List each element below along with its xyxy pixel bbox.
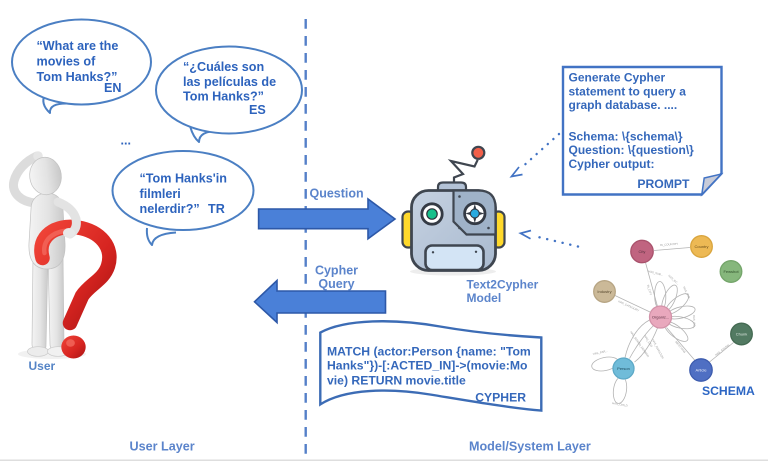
svg-text:movies of: movies of [37, 54, 97, 68]
svg-text:User: User [29, 359, 56, 373]
svg-text:Fewshot: Fewshot [723, 269, 739, 274]
svg-text:Chunk: Chunk [736, 332, 748, 337]
svg-text:statement to query a: statement to query a [569, 84, 687, 98]
svg-text:Question: \{question\}: Question: \{question\} [569, 143, 695, 157]
svg-text:HAS_CEO: HAS_CEO [643, 334, 654, 348]
svg-text:Text2Cypher: Text2Cypher [467, 278, 539, 292]
svg-text:vie) RETURN movie.title: vie) RETURN movie.title [327, 373, 466, 387]
svg-text:IN_CITY: IN_CITY [646, 284, 653, 296]
svg-text:SCHEMA: SCHEMA [702, 384, 755, 398]
svg-text:Person: Person [617, 366, 630, 371]
svg-text:Industry: Industry [597, 289, 611, 294]
svg-text:...: ... [121, 134, 132, 148]
svg-text:Tom Hanks?”: Tom Hanks?” [37, 70, 118, 84]
svg-text:PROMPT: PROMPT [637, 177, 690, 191]
svg-text:Schema: \{schema\}: Schema: \{schema\} [569, 130, 683, 144]
svg-text:ES: ES [249, 103, 266, 117]
svg-text:User Layer: User Layer [130, 440, 195, 454]
svg-text:EN: EN [104, 81, 122, 95]
svg-text:Question: Question [310, 187, 364, 201]
svg-text:MATCH (actor:Person {name: "To: MATCH (actor:Person {name: "Tom [327, 344, 531, 358]
svg-text:HAS_SUP...: HAS_SUP... [682, 286, 692, 302]
svg-text:Country: Country [694, 244, 708, 249]
svg-text:“What are the: “What are the [37, 39, 119, 53]
svg-text:filmleri: filmleri [140, 187, 181, 201]
svg-text:Model/System Layer: Model/System Layer [469, 440, 591, 454]
svg-text:Query: Query [318, 277, 354, 291]
svg-text:IN_COUNTRY: IN_COUNTRY [660, 242, 678, 247]
svg-text:CYPHER: CYPHER [475, 390, 526, 404]
svg-text:nelerdir?”: nelerdir?” [140, 202, 200, 216]
svg-text:Model: Model [467, 291, 502, 305]
svg-text:TR: TR [208, 202, 225, 216]
svg-text:HAS_CO...: HAS_CO... [692, 315, 696, 329]
svg-text:City: City [639, 249, 646, 254]
svg-text:HAS_CHILD: HAS_CHILD [612, 401, 628, 408]
svg-text:HAS_PAR...: HAS_PAR... [592, 349, 608, 356]
svg-text:Cypher: Cypher [315, 264, 358, 278]
svg-text:graph database. ....: graph database. .... [569, 98, 678, 112]
svg-text:Tom Hanks?”: Tom Hanks?” [183, 90, 264, 104]
svg-text:HAS_SUB...: HAS_SUB... [648, 269, 664, 277]
svg-text:“¿Cuáles son: “¿Cuáles son [183, 60, 264, 74]
svg-text:“Tom Hanks'in: “Tom Hanks'in [140, 172, 227, 186]
svg-text:Cypher output:: Cypher output: [569, 157, 655, 171]
svg-text:Organiz...: Organiz... [652, 315, 669, 320]
svg-text:Article: Article [695, 368, 707, 373]
svg-text:Hanks"})-[:ACTED_IN]->(movie:M: Hanks"})-[:ACTED_IN]->(movie:Mo [327, 358, 527, 372]
svg-text:las películas de: las películas de [183, 75, 276, 89]
svg-text:Generate Cypher: Generate Cypher [569, 71, 666, 85]
